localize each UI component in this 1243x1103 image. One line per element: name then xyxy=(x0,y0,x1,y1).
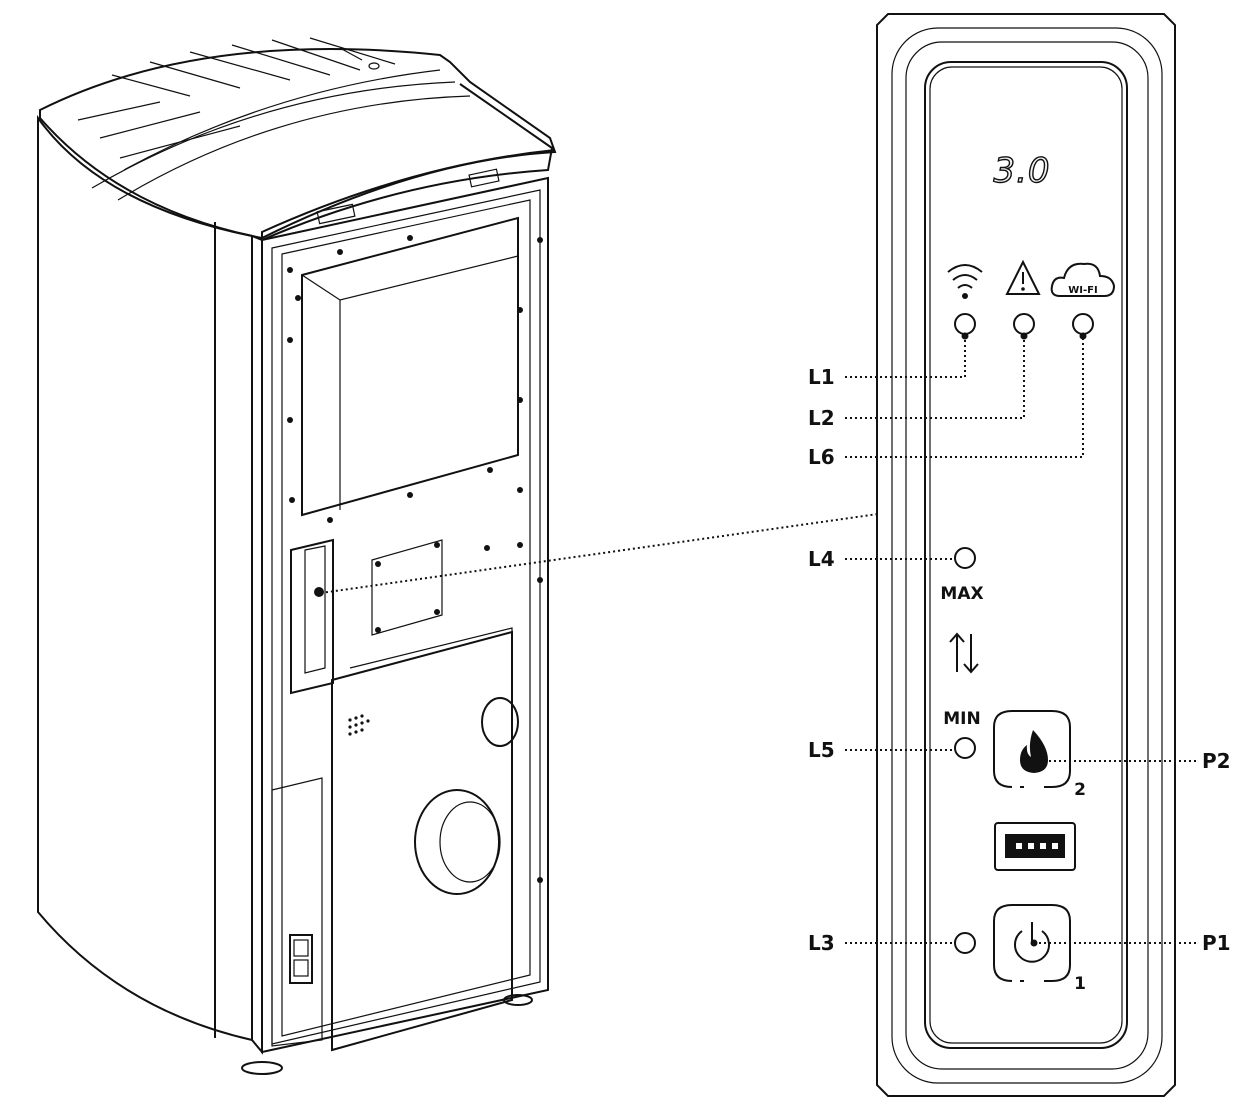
up-down-arrows-icon xyxy=(949,632,979,674)
callout-l4: L4 xyxy=(808,547,835,571)
version-text: 3.0 xyxy=(993,151,1050,191)
callout-l2: L2 xyxy=(808,406,835,430)
callout-p2: P2 xyxy=(1202,749,1231,773)
wifi-signal-icon xyxy=(947,264,983,299)
callout-l6: L6 xyxy=(808,445,835,469)
callout-l1: L1 xyxy=(808,365,835,389)
power-button[interactable]: 1 xyxy=(993,904,1086,994)
usb-port[interactable] xyxy=(994,822,1076,871)
callout-l3: L3 xyxy=(808,931,835,955)
led-l4 xyxy=(954,547,976,569)
led-l6 xyxy=(1072,313,1094,335)
led-l3 xyxy=(954,932,976,954)
cloud-wifi-text: WI-FI xyxy=(1068,285,1097,296)
flame-icon xyxy=(1020,730,1048,773)
control-panel: 3.0 WI-FI MAX MIN xyxy=(876,13,1176,1097)
callout-p1: P1 xyxy=(1202,931,1231,955)
led-l1 xyxy=(954,313,976,335)
led-l2 xyxy=(1013,313,1035,335)
callouts: L1 L2 L6 L4 L5 L3 P2 P1 xyxy=(808,332,1231,955)
cloud-wifi-icon: WI-FI xyxy=(1050,262,1116,297)
panel-pointer-line xyxy=(320,513,879,594)
warning-triangle-icon xyxy=(1005,259,1041,295)
callout-l5: L5 xyxy=(808,738,835,762)
flame-button[interactable]: 2 xyxy=(993,710,1086,800)
power-button-number: 1 xyxy=(1074,974,1086,994)
min-label: MIN xyxy=(943,709,980,729)
flame-button-number: 2 xyxy=(1074,780,1086,800)
led-l5 xyxy=(954,737,976,759)
stove-illustration xyxy=(37,37,557,1075)
max-label: MAX xyxy=(940,584,983,604)
